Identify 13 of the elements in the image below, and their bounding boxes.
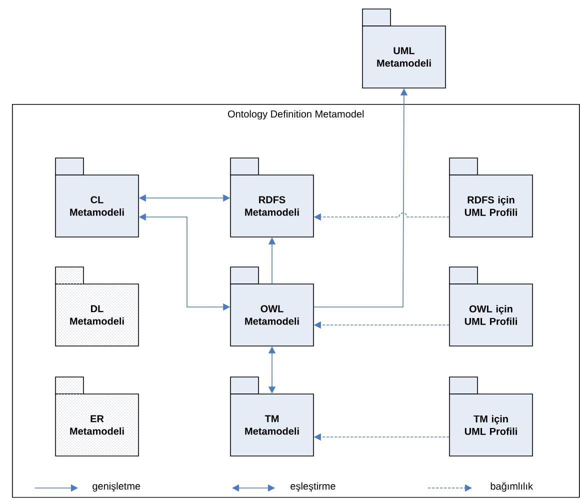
- package: CL Metamodeli: [55, 158, 139, 238]
- package: TM için UML Profili: [449, 376, 533, 456]
- package: RDFS Metamodeli: [230, 158, 314, 238]
- legend-label: genişletme: [92, 482, 140, 492]
- package: OWL Metamodeli: [230, 266, 314, 346]
- package: UML Metamodeli: [362, 8, 446, 88]
- legend-label: eşleştirme: [290, 482, 336, 492]
- package: ER Metamodeli: [70, 415, 124, 435]
- legend-label: bağımlılık: [490, 482, 534, 492]
- package: OWL için UML Profili: [449, 266, 533, 346]
- package: DL Metamodeli: [70, 305, 124, 325]
- package: RDFS için UML Profili: [449, 158, 533, 238]
- package: TM Metamodeli: [230, 376, 314, 456]
